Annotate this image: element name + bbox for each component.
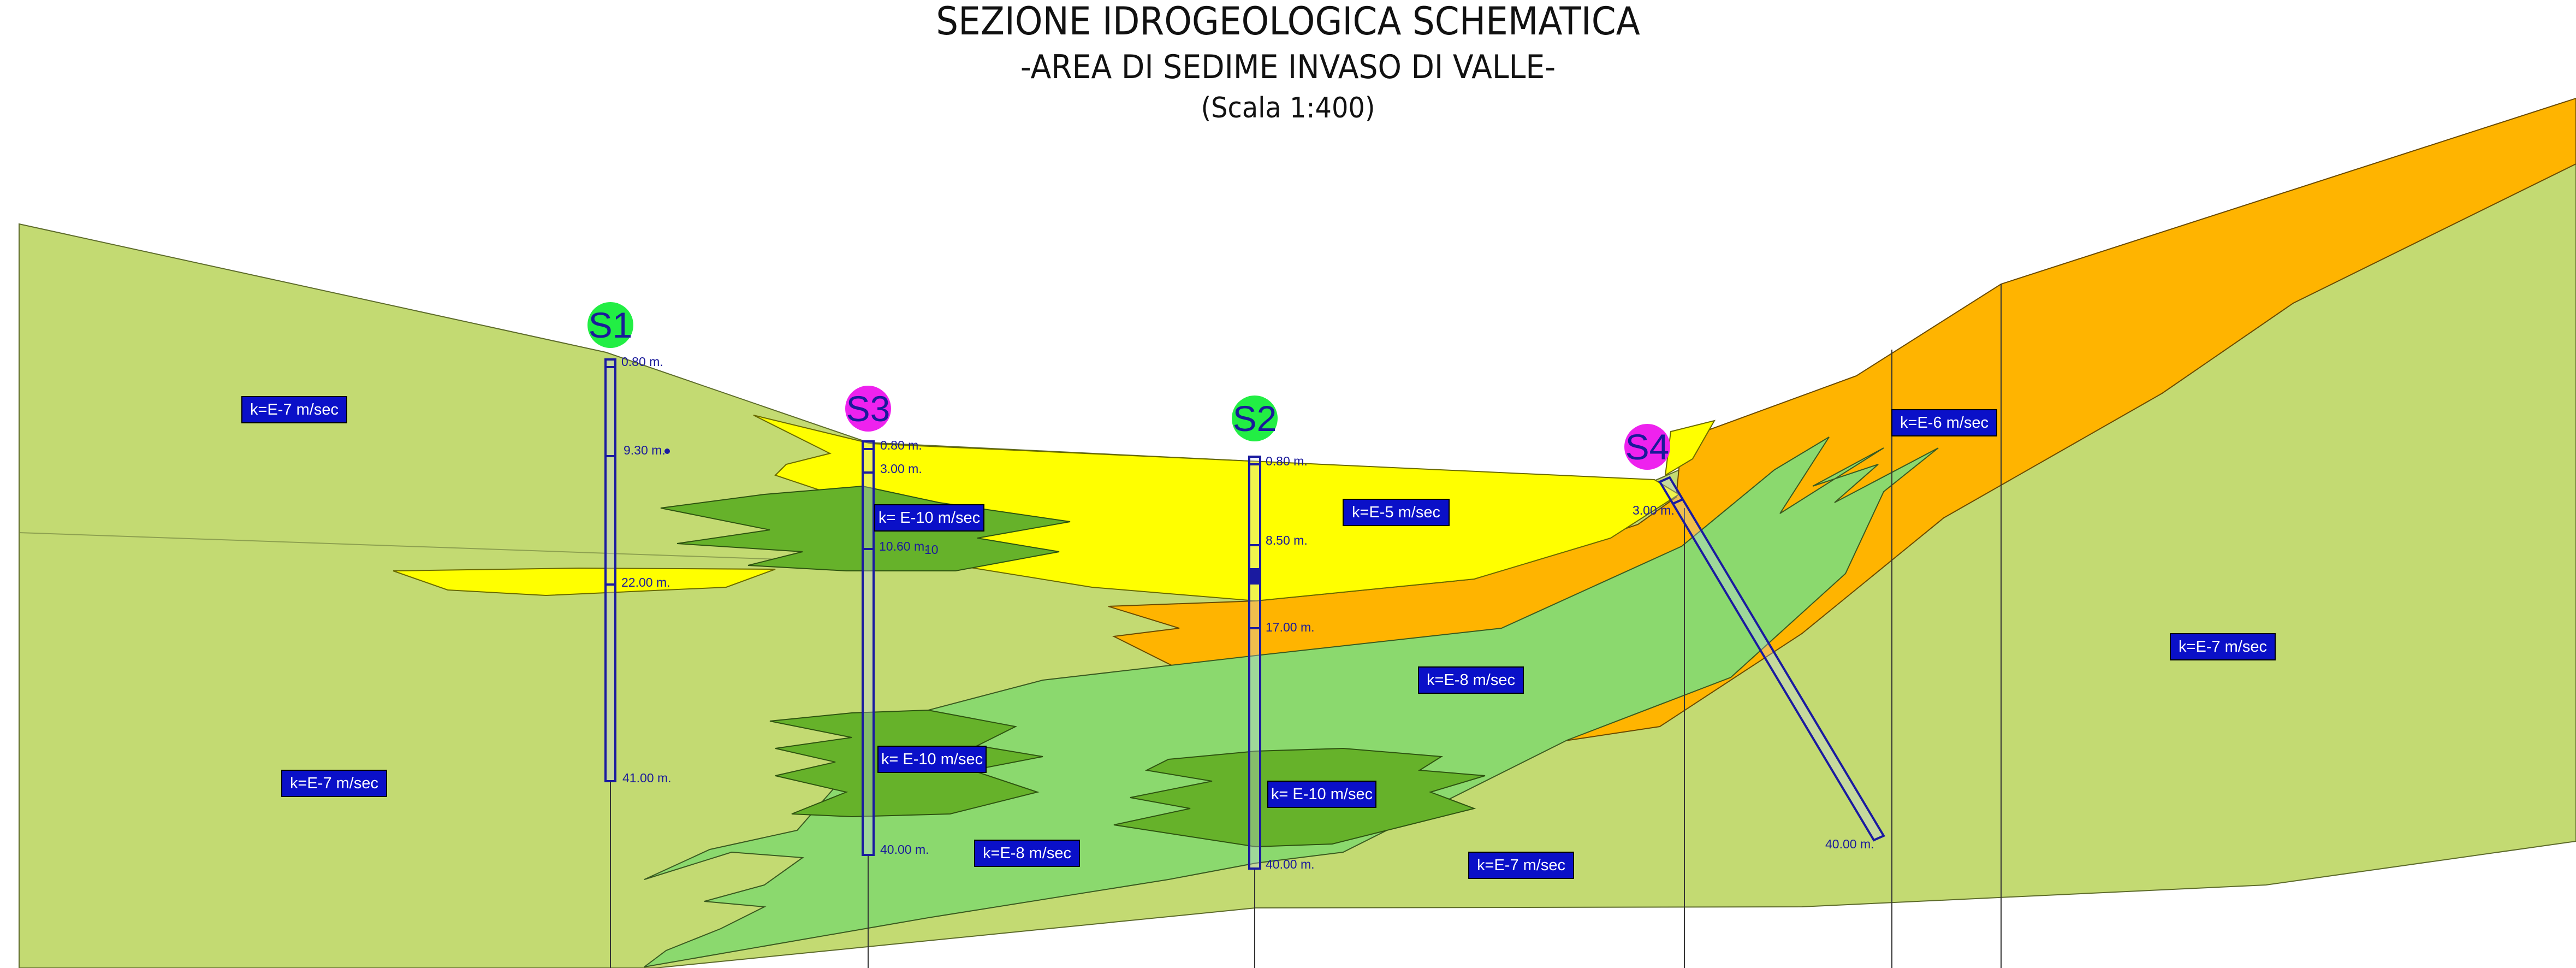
svg-text:k=E-7 m/sec: k=E-7 m/sec <box>250 401 339 418</box>
s2-depth-3: 17.00 m. <box>1266 620 1315 634</box>
k-label-1: k=E-7 m/sec <box>241 396 347 423</box>
k-label-10: k=E-8 m/sec <box>974 840 1080 867</box>
k-label-3: k=E-5 m/sec <box>1343 499 1450 526</box>
s2-id: S2 <box>1233 398 1277 439</box>
s1-id: S1 <box>589 305 633 345</box>
s2-marker <box>1232 396 1278 441</box>
s3-marker <box>845 386 891 432</box>
k-label-8: k= E-10 m/sec <box>1267 781 1376 808</box>
s1-depth-1: 0.80 m. <box>621 355 663 369</box>
s2-column <box>1248 456 1261 870</box>
borehole-s2: S2 0.80 m. 8.50 m. 17.00 m. 40.00 m. <box>1232 396 1315 871</box>
svg-text:k= E-10 m/sec: k= E-10 m/sec <box>881 751 983 768</box>
s1-depth-3: 22.00 m. <box>621 575 670 589</box>
borehole-s4: S4 3.00 m. 40.00 m. <box>1624 424 1885 851</box>
s3-depth-4: 40.00 m. <box>880 842 929 857</box>
k-label-7: k= E-10 m/sec <box>877 746 987 773</box>
s4-depth-2: 40.00 m. <box>1825 837 1874 851</box>
drawing-title: SEZIONE IDROGEOLOGICA SCHEMATICA <box>936 0 1640 44</box>
s2-sample <box>1249 568 1260 585</box>
svg-text:k= E-10 m/sec: k= E-10 m/sec <box>1271 786 1373 803</box>
s3-depth-3: 10.60 m. <box>879 539 928 553</box>
s4-marker <box>1624 424 1670 470</box>
borehole-s1: S1 0.80 m. 9.30 m. 22.00 m. 41.00 m. <box>587 302 672 785</box>
s3-id: S3 <box>846 388 891 429</box>
s2-depth-1: 0.80 m. <box>1266 454 1308 468</box>
k-label-2: k= E-10 m/sec <box>874 504 984 532</box>
internal-boundary <box>19 532 874 563</box>
s3-depth-1: 0.80 m. <box>880 438 922 452</box>
yellow-lens-s1 <box>393 567 776 597</box>
s3-depth-2: 3.00 m. <box>880 462 922 476</box>
k-label-4: k=E-6 m/sec <box>1891 409 1997 436</box>
svg-text:k=E-8 m/sec: k=E-8 m/sec <box>1427 671 1515 689</box>
s1-marker <box>587 302 633 348</box>
s4-depth-1: 3.00 m. <box>1633 503 1675 517</box>
svg-text:k=E-7 m/sec: k=E-7 m/sec <box>1477 857 1565 874</box>
svg-text:k= E-10 m/sec: k= E-10 m/sec <box>879 509 980 527</box>
s4-column <box>1658 476 1885 842</box>
s3-column <box>862 440 875 856</box>
k-label-5: k=E-8 m/sec <box>1418 666 1524 694</box>
s2-depth-4: 40.00 m. <box>1266 857 1315 871</box>
svg-text:k=E-8 m/sec: k=E-8 m/sec <box>983 845 1071 862</box>
drawing-scale: (Scala 1:400) <box>1201 92 1375 125</box>
s2-depth-2: 8.50 m. <box>1266 533 1308 547</box>
k-label-11: k=E-7 m/sec <box>1468 852 1574 879</box>
borehole-s3: S3 0.80 m. 3.00 m. 10.60 m. 10 40.00 m. <box>845 386 939 857</box>
yellow-top-wedge <box>1664 420 1716 476</box>
s1-depth-4: 41.00 m. <box>622 771 672 785</box>
drawing-subtitle: -AREA DI SEDIME INVASO DI VALLE- <box>1020 48 1556 86</box>
svg-text:k=E-6 m/sec: k=E-6 m/sec <box>1900 414 1989 432</box>
light-green-layer <box>644 436 1939 967</box>
k-label-9: k=E-7 m/sec <box>281 770 387 797</box>
svg-text:k=E-7 m/sec: k=E-7 m/sec <box>290 775 378 792</box>
s1-depth-2: 9.30 m. <box>624 443 666 457</box>
svg-text:k=E-7 m/sec: k=E-7 m/sec <box>2179 638 2267 656</box>
guide-lines <box>610 284 2002 968</box>
s1-column <box>604 358 616 782</box>
s4-id: S4 <box>1625 427 1670 467</box>
k-label-6: k=E-7 m/sec <box>2170 633 2276 660</box>
s3-depth-3b: 10 <box>924 542 939 557</box>
svg-text:k=E-5 m/sec: k=E-5 m/sec <box>1352 504 1440 521</box>
s1-point <box>664 448 670 454</box>
